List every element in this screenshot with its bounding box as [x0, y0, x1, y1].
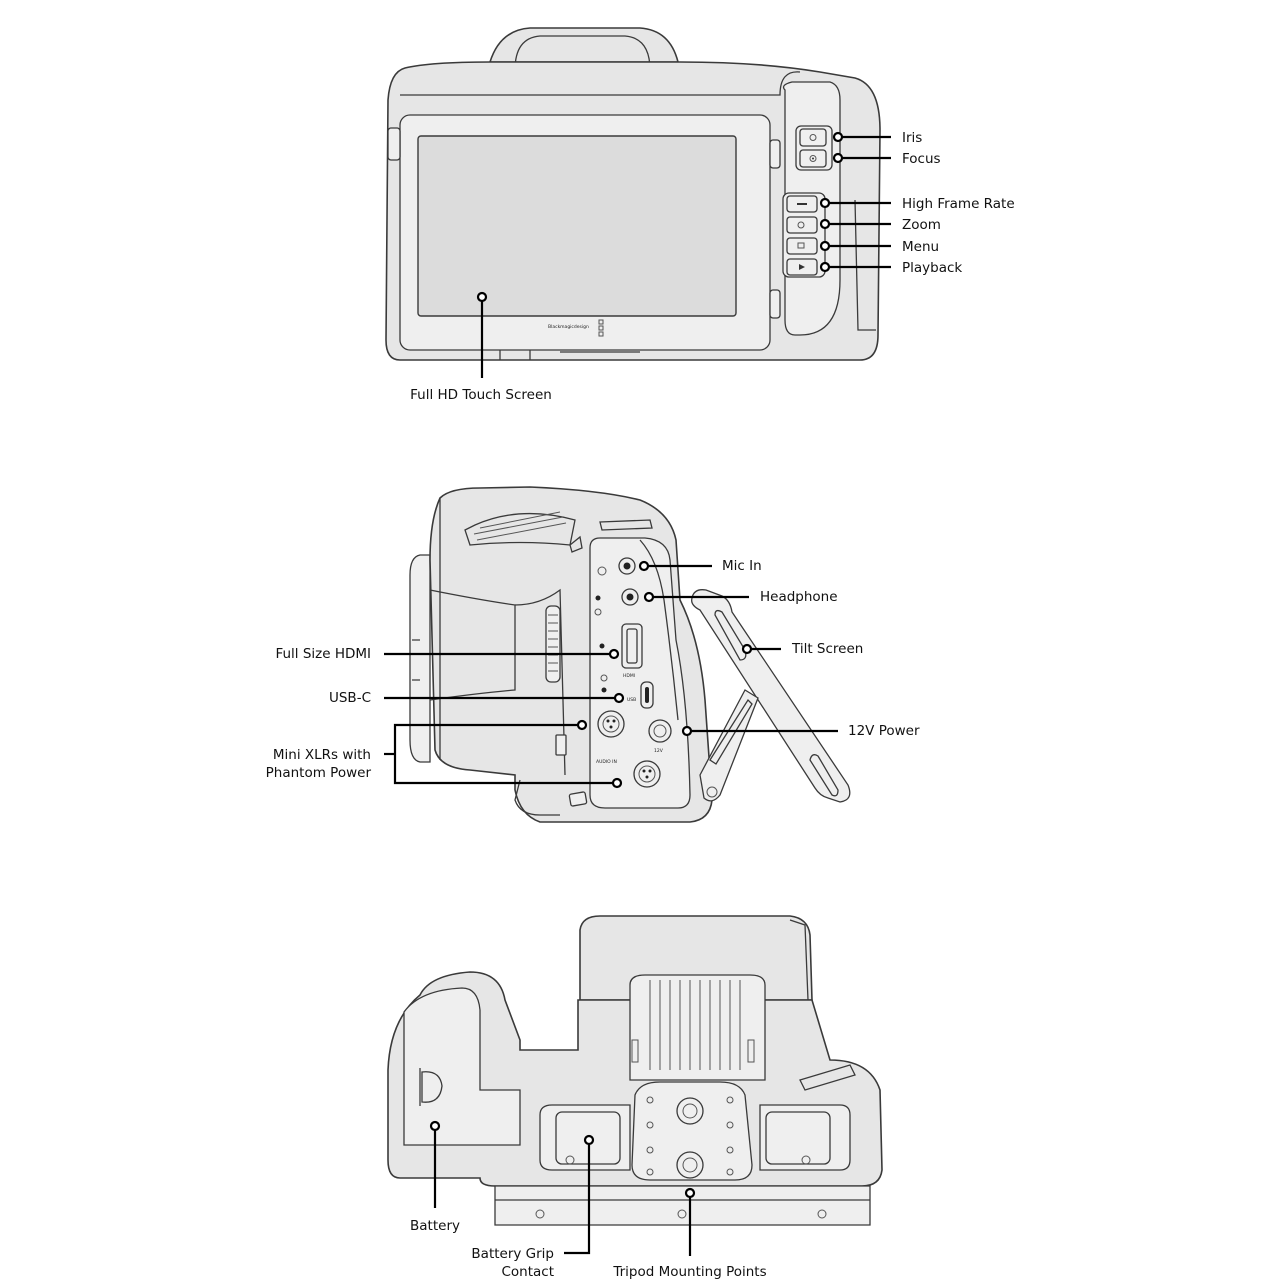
twelve-volt-port[interactable]: [648, 719, 672, 743]
brand-logo-icon: [598, 319, 604, 337]
zoom-button[interactable]: [786, 216, 818, 234]
tripod-mount-2[interactable]: [676, 1151, 704, 1179]
top-hump: [488, 27, 680, 63]
battery-door[interactable]: [403, 987, 521, 1146]
bottom-view: Battery Battery Grip Contact Tripod Moun…: [387, 915, 883, 1280]
usb-marking: USB: [627, 697, 636, 703]
label-focus: Focus: [902, 151, 941, 167]
label-tripod-mounting-points: Tripod Mounting Points: [612, 1264, 766, 1280]
label-mini-xlrs-line1: Mini XLRs with: [273, 747, 371, 763]
hdmi-marking: HDMI: [623, 673, 635, 679]
label-full-size-hdmi: Full Size HDMI: [275, 646, 371, 662]
label-usb-c: USB-C: [329, 690, 371, 706]
audio-in-marking: AUDIO IN: [596, 759, 617, 765]
label-battery-grip-line2: Contact: [501, 1264, 554, 1280]
label-zoom: Zoom: [902, 217, 941, 233]
power-marking: 12V: [654, 748, 664, 754]
label-battery-grip-line1: Battery Grip: [471, 1246, 554, 1262]
label-iris: Iris: [902, 130, 922, 146]
label-playback: Playback: [902, 260, 962, 276]
label-tilt-screen: Tilt Screen: [791, 641, 863, 657]
label-mini-xlrs-line2: Phantom Power: [266, 765, 372, 781]
hdmi-port[interactable]: [621, 623, 643, 669]
label-touch-screen: Full HD Touch Screen: [410, 387, 552, 403]
brand-mark: Blackmagicdesign: [548, 324, 589, 330]
xlr-input-1[interactable]: [597, 710, 625, 738]
rear-view: Blackmagicdesign Iris Focus: [385, 27, 1015, 403]
tripod-plate: [631, 1081, 753, 1181]
label-battery: Battery: [410, 1218, 460, 1234]
label-high-frame-rate: High Frame Rate: [902, 196, 1015, 212]
label-mic-in: Mic In: [722, 558, 762, 574]
xlr-input-2[interactable]: [633, 760, 661, 788]
tripod-mount-1[interactable]: [676, 1097, 704, 1125]
grip-vents: [473, 511, 567, 541]
menu-button[interactable]: [786, 237, 818, 255]
touch-screen[interactable]: [417, 135, 737, 317]
grill-vents: [649, 980, 741, 1070]
label-twelve-volt-power: 12V Power: [848, 723, 920, 739]
side-view: HDMI USB 12V AUDIO IN Mic In Headphone T…: [266, 486, 920, 823]
grill: [629, 974, 766, 1081]
tilt-screen[interactable]: [691, 589, 851, 803]
label-menu: Menu: [902, 239, 939, 255]
iris-button[interactable]: [799, 128, 827, 147]
label-headphone: Headphone: [760, 589, 838, 605]
